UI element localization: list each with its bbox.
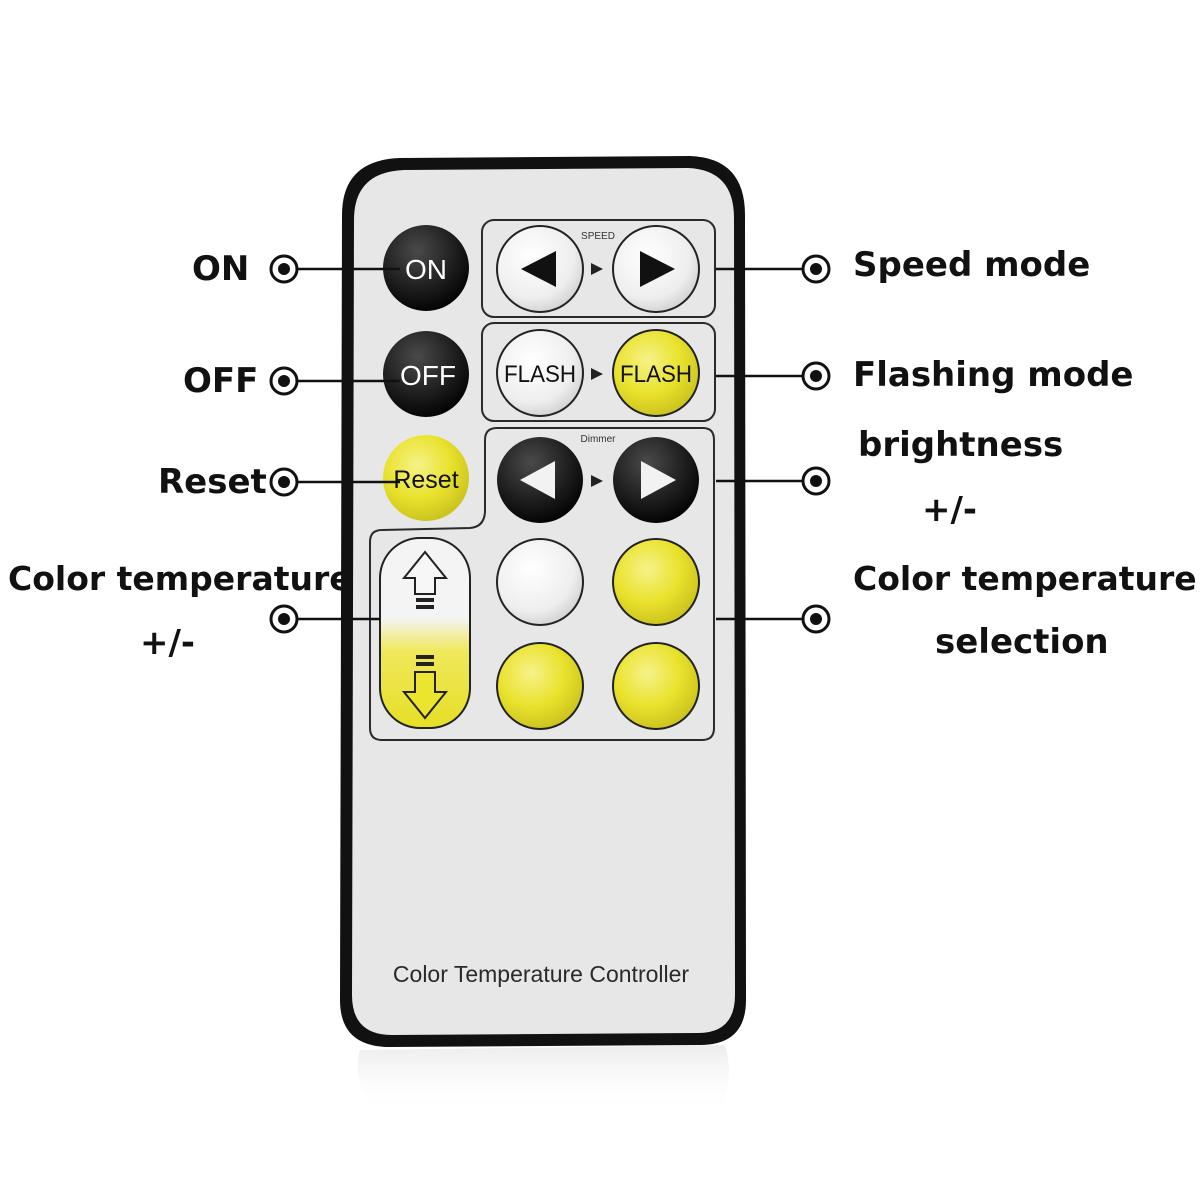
dimmer-temp-group-frame <box>369 427 715 741</box>
callout-line-brightness <box>716 466 831 496</box>
callout-line-speed <box>716 254 831 284</box>
dimmer-group-label: Dimmer <box>581 434 617 445</box>
flash-arrow-right-icon <box>591 368 603 380</box>
reset-button-label: Reset <box>393 466 458 494</box>
color-temp-select-warm2-button[interactable] <box>496 642 584 730</box>
speed-group-label: SPEED <box>581 231 615 242</box>
label-selection-line2: selection <box>935 622 1109 662</box>
label-color-temp-line1: Color temperature <box>8 559 352 598</box>
speed-group-frame <box>481 219 716 318</box>
label-selection-line1: Color temperature <box>853 559 1197 598</box>
label-reset: Reset <box>158 462 267 502</box>
flash-white-button[interactable]: FLASH <box>496 329 584 417</box>
label-flashing-mode: Flashing mode <box>853 355 1134 395</box>
speed-up-button[interactable] <box>612 225 700 313</box>
on-button[interactable]: ON <box>383 225 469 311</box>
callout-line-color-temp <box>269 604 380 634</box>
reset-button[interactable]: Reset <box>383 435 469 521</box>
small-arrow-right-icon <box>591 263 603 275</box>
label-off: OFF <box>183 361 259 401</box>
label-brightness-line2: +/- <box>922 490 978 530</box>
color-temp-select-white-button[interactable] <box>496 538 584 626</box>
label-speed-mode: Speed mode <box>853 245 1091 285</box>
label-color-temp-line2: +/- <box>140 623 196 663</box>
flash-yellow-button[interactable]: FLASH <box>612 329 700 417</box>
callout-line-reset <box>269 467 400 497</box>
callout-line-on <box>269 254 400 284</box>
arrow-down-icon <box>401 655 449 720</box>
off-button[interactable]: OFF <box>383 331 469 417</box>
color-temp-select-warm1-button[interactable] <box>612 538 700 626</box>
callout-line-off <box>269 366 400 396</box>
remote-footer-text: Color Temperature Controller <box>393 961 689 987</box>
triangle-right-icon <box>640 251 675 287</box>
triangle-left-icon <box>521 251 556 287</box>
brightness-up-button[interactable] <box>613 437 699 523</box>
triangle-left-icon <box>520 461 555 499</box>
on-button-label: ON <box>405 254 447 285</box>
triangle-right-icon <box>641 461 676 499</box>
flash-yellow-button-label: FLASH <box>620 361 692 388</box>
callout-line-selection <box>716 604 831 634</box>
callout-line-flashing <box>716 361 831 391</box>
speed-down-button[interactable] <box>496 225 584 313</box>
remote-reflection <box>357 1045 729 1115</box>
off-button-label: OFF <box>400 360 456 391</box>
label-on: ON <box>192 249 250 289</box>
color-temp-bar[interactable] <box>379 537 471 729</box>
flash-group-frame <box>481 322 716 422</box>
brightness-down-button[interactable] <box>497 437 583 523</box>
label-brightness-line1: brightness <box>858 425 1064 465</box>
flash-white-button-label: FLASH <box>504 361 576 388</box>
dimmer-arrow-right-icon <box>591 475 603 487</box>
arrow-up-icon <box>401 550 449 609</box>
color-temp-select-warm3-button[interactable] <box>612 642 700 730</box>
